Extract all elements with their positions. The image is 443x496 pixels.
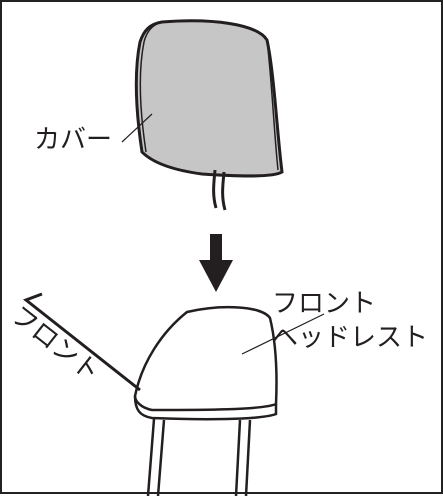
- cover-cords: [212, 169, 227, 211]
- front-headrest: [133, 305, 278, 421]
- front-headrest-label-line2: ヘッドレスト: [272, 323, 429, 353]
- cover-leader-line: [121, 113, 153, 143]
- front-direction-arrow: [22, 292, 141, 392]
- front-headrest-label-line1: フロント: [272, 289, 377, 319]
- cover-label: カバー: [34, 125, 113, 155]
- front-headrest-label: フロント ヘッドレスト: [272, 287, 428, 355]
- down-arrow-icon: [199, 234, 233, 292]
- headrest-stays: [146, 418, 252, 496]
- headrest-leader-line: [241, 313, 325, 355]
- headrest-cover: [134, 19, 284, 178]
